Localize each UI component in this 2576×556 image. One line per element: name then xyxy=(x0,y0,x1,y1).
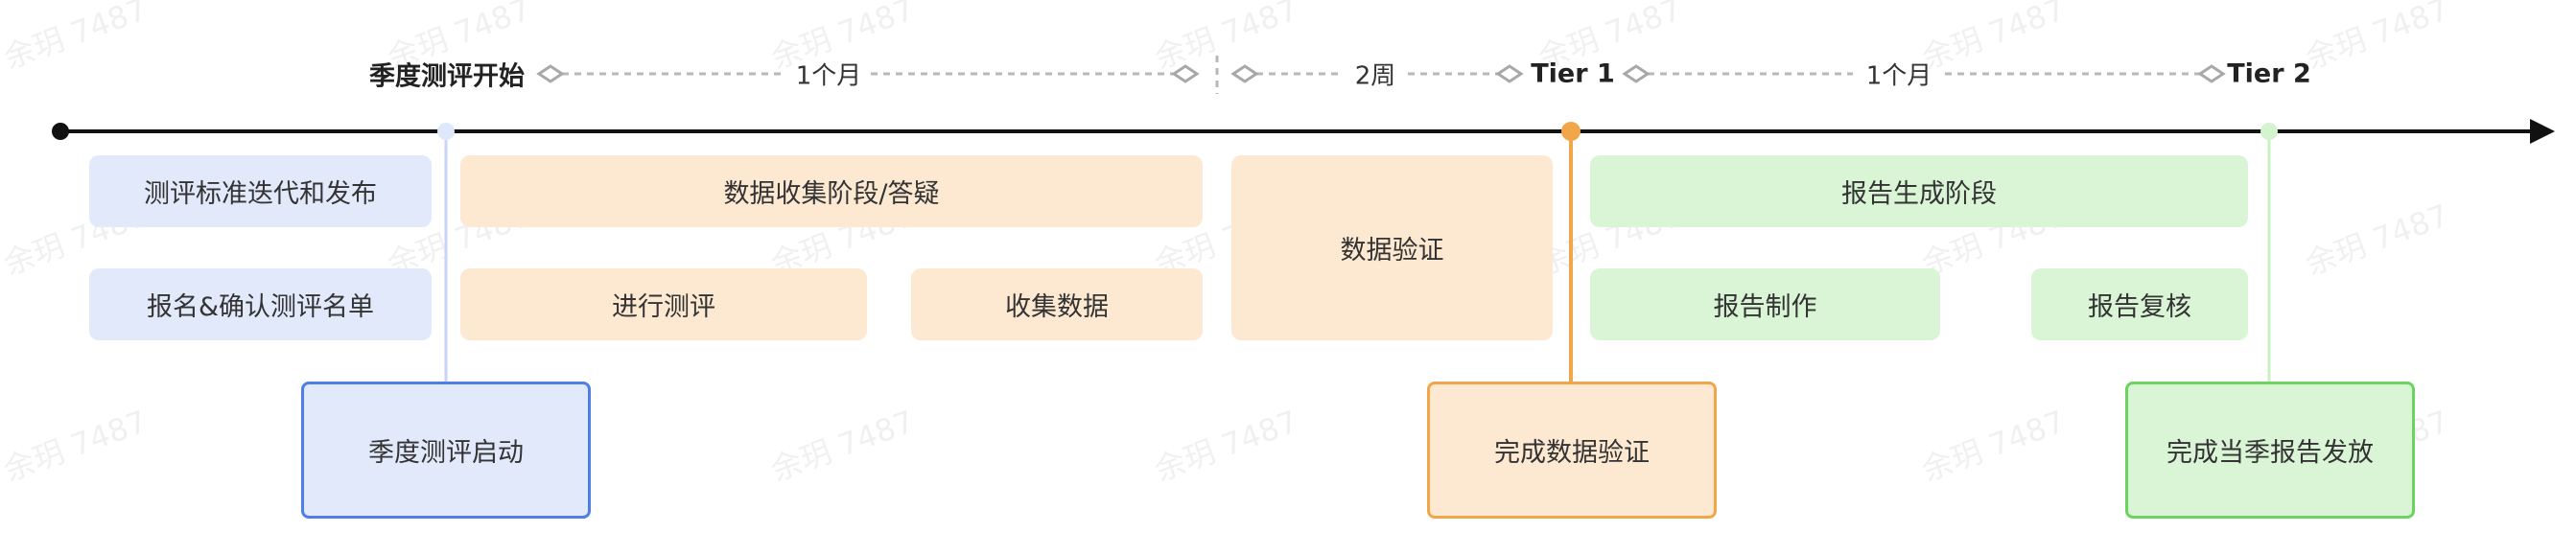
axis-start-dot xyxy=(52,123,69,140)
task-collect-data: 收集数据 xyxy=(911,268,1203,340)
quarter-start-label: 季度测评开始 xyxy=(369,61,525,92)
span3-label: 1个月 xyxy=(1865,61,1932,91)
task-signup: 报名&确认测评名单 xyxy=(89,268,432,340)
diamond-3 xyxy=(1230,64,1259,83)
diamond-4 xyxy=(1495,64,1524,83)
task-validate: 数据验证 xyxy=(1231,155,1553,340)
task-collect-phase: 数据收集阶段/答疑 xyxy=(460,155,1203,227)
tier2-label: Tier 2 xyxy=(2227,58,2311,89)
diamond-5 xyxy=(1622,64,1651,83)
milestone-dot-3 xyxy=(2260,123,2278,140)
task-report-review: 报告复核 xyxy=(2031,268,2248,340)
span2-label: 2周 xyxy=(1354,61,1396,91)
task-report-make: 报告制作 xyxy=(1590,268,1940,340)
span1-label: 1个月 xyxy=(795,61,862,91)
tier1-label: Tier 1 xyxy=(1531,58,1615,89)
axis-arrow-head xyxy=(2530,119,2555,144)
task-standard-release: 测评标准迭代和发布 xyxy=(89,155,432,227)
task-run-eval: 进行测评 xyxy=(460,268,867,340)
milestone-dot-2 xyxy=(1561,122,1581,141)
milestone-dot-1 xyxy=(437,123,455,140)
task-report-phase: 报告生成阶段 xyxy=(1590,155,2248,227)
milestone-data-validated: 完成数据验证 xyxy=(1427,382,1717,519)
milestone-report-released: 完成当季报告发放 xyxy=(2125,382,2415,519)
diamond-2 xyxy=(1171,64,1200,83)
diamond-1 xyxy=(536,64,565,83)
diamond-6 xyxy=(2197,64,2226,83)
milestone-quarter-start: 季度测评启动 xyxy=(301,382,591,519)
